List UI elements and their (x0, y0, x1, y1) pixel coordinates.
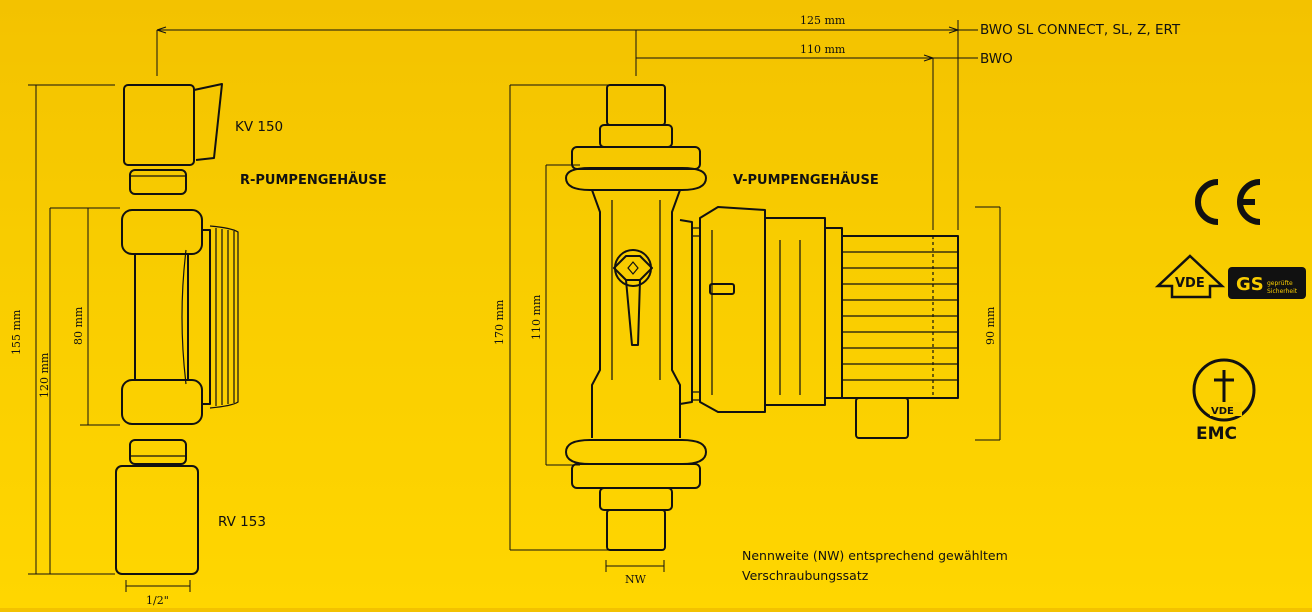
vde-text: VDE (1175, 276, 1205, 291)
vde-mark-icon: VDE (1154, 254, 1226, 299)
ce-mark-icon (1195, 179, 1261, 225)
label-r-housing: R-PUMPENGEHÄUSE (240, 172, 387, 188)
gs-text: GS (1236, 274, 1264, 295)
gs-mark-icon: GS geprüfte Sicherheit (1228, 267, 1306, 299)
label-v-housing: V-PUMPENGEHÄUSE (733, 172, 879, 188)
dim-80: 80 mm (72, 306, 85, 345)
dim-nw: NW (625, 573, 647, 586)
note-line1: Nennweite (NW) entsprechend gewähltem (742, 548, 1008, 563)
kv150-valve (123, 83, 223, 195)
emc-text: EMC (1196, 424, 1237, 444)
dim-110: 110 mm (800, 43, 846, 56)
dim-half-inch: 1/2" (146, 594, 169, 607)
top-dimension-lines: 125 mm 110 mm BWO SL CONNECT, SL, Z, ERT… (156, 14, 1181, 230)
dim-125: 125 mm (800, 14, 846, 27)
label-rv153: RV 153 (218, 514, 266, 530)
dim-170: 170 mm (493, 299, 506, 345)
v-pump-housing (565, 84, 707, 551)
gs-sub2: Sicherheit (1267, 288, 1298, 295)
emc-vde-text: VDE (1211, 406, 1234, 417)
pump-motor (699, 206, 959, 439)
rv153-valve (115, 439, 199, 575)
label-bwo: BWO (980, 51, 1013, 67)
dim-155: 155 mm (10, 309, 23, 355)
vde-emc-mark-icon: VDE EMC (1192, 358, 1256, 444)
dim-120: 120 mm (38, 352, 51, 398)
label-kv150: KV 150 (235, 119, 283, 135)
dim-90: 90 mm (984, 306, 997, 345)
v-pump-dimension-lines: 170 mm 110 mm 90 mm NW (493, 84, 1001, 586)
label-bwo-variants: BWO SL CONNECT, SL, Z, ERT (980, 22, 1181, 38)
left-dimension-lines: 155 mm 120 mm 80 mm 1/2" (10, 84, 191, 607)
note-line2: Verschraubungssatz (742, 568, 869, 583)
dim-v-110: 110 mm (530, 294, 543, 340)
r-pump-housing (121, 209, 239, 425)
gs-sub1: geprüfte (1267, 280, 1293, 287)
